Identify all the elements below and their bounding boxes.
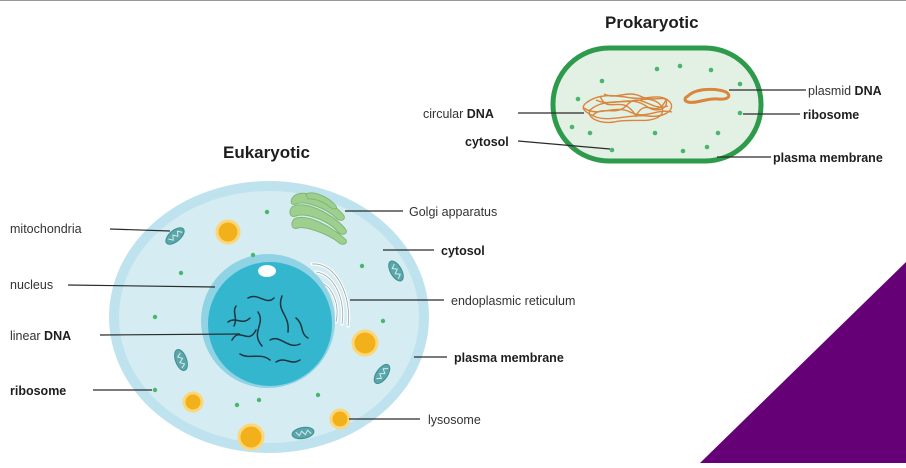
- label-golgi: Golgi apparatus: [409, 205, 497, 219]
- corner-accent: [700, 262, 906, 463]
- label-nucleus: nucleus: [10, 278, 53, 292]
- mitochondria: [165, 227, 404, 440]
- leader-linear-dna: [99, 333, 241, 336]
- golgi-apparatus: [289, 192, 347, 245]
- label-euk-plasma-membrane: plasma membrane: [454, 351, 564, 365]
- lysosomes: [182, 219, 379, 451]
- label-mitochondria: mitochondria: [10, 222, 82, 236]
- eukaryotic-cell: [67, 181, 447, 453]
- prokaryotic-plasma-membrane: [550, 45, 764, 164]
- circular-dna: [582, 93, 673, 124]
- prokaryotic-title: Prokaryotic: [605, 13, 699, 32]
- plasmid-dna: [683, 87, 731, 104]
- label-prok-ribosome: ribosome: [803, 108, 859, 122]
- eukaryotic-title: Eukaryotic: [223, 143, 310, 162]
- top-border: [0, 0, 906, 1]
- leader-nucleus: [67, 284, 216, 288]
- leader-mitochondria: [109, 228, 171, 232]
- label-prok-cytosol: cytosol: [465, 135, 509, 149]
- label-euk-ribosome: ribosome: [10, 384, 66, 398]
- leader-prok-cytosol: [517, 140, 611, 150]
- label-prok-plasma-membrane: plasma membrane: [773, 151, 883, 165]
- prokaryotic-cell: [517, 45, 806, 164]
- nucleus: [201, 254, 335, 388]
- label-lysosome: lysosome: [428, 413, 481, 427]
- prokaryotic-ribosomes: [569, 63, 743, 154]
- label-plasmid-dna: plasmid DNA: [808, 84, 882, 98]
- eukaryotic-ribosomes: [152, 209, 386, 408]
- label-linear-dna: linear DNA: [10, 329, 71, 343]
- label-er: endoplasmic reticulum: [451, 294, 575, 308]
- label-circular-dna: circular DNA: [423, 107, 494, 121]
- label-euk-cytosol: cytosol: [441, 244, 485, 258]
- linear-dna: [227, 295, 309, 363]
